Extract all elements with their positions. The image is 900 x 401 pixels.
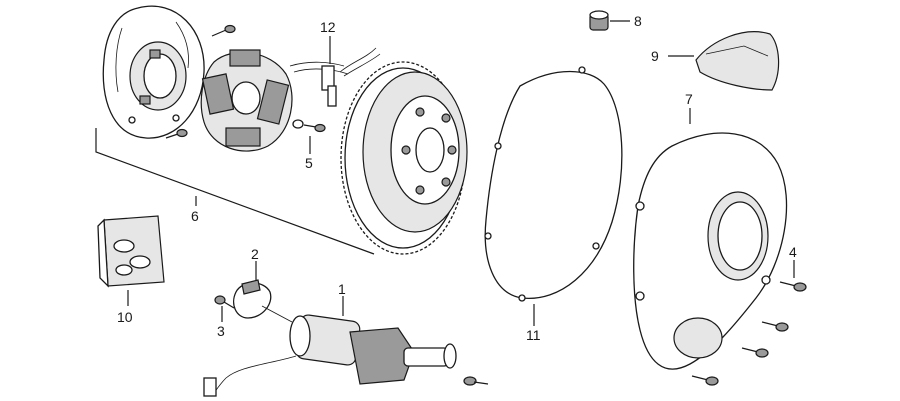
callout-6: 6 (191, 208, 199, 224)
callout-3: 3 (217, 323, 225, 339)
starter-screw (463, 376, 489, 386)
callout-10: 10 (117, 309, 133, 325)
screw-3 (214, 295, 235, 309)
plate-lower-screw (165, 128, 188, 139)
callout-5: 5 (305, 155, 313, 171)
callout-2: 2 (251, 246, 259, 262)
flywheel-cover (633, 132, 788, 370)
starter-motor (211, 314, 457, 397)
clamp-2 (233, 279, 293, 323)
group-6-bracket (95, 128, 375, 255)
cover-screws-4 (691, 281, 807, 386)
pouch-9 (695, 31, 780, 91)
callout-8: 8 (634, 13, 642, 29)
callout-12: 12 (320, 19, 336, 35)
screw-5 (292, 119, 326, 133)
leader-lines (127, 20, 795, 326)
wire-harness (321, 47, 381, 107)
cover-gasket (484, 66, 623, 302)
decal-card-10 (97, 215, 165, 288)
callout-11: 11 (526, 327, 541, 343)
callout-1: 1 (338, 281, 346, 297)
flywheel (340, 61, 468, 255)
stator-coil-assembly (200, 49, 349, 152)
callout-9: 9 (651, 48, 659, 64)
plate-top-screw (211, 24, 236, 37)
starter-connector (203, 377, 217, 397)
callout-4: 4 (789, 244, 797, 260)
stator-base-plate (102, 5, 205, 139)
nut-8 (589, 10, 609, 31)
callout-7: 7 (685, 91, 693, 107)
